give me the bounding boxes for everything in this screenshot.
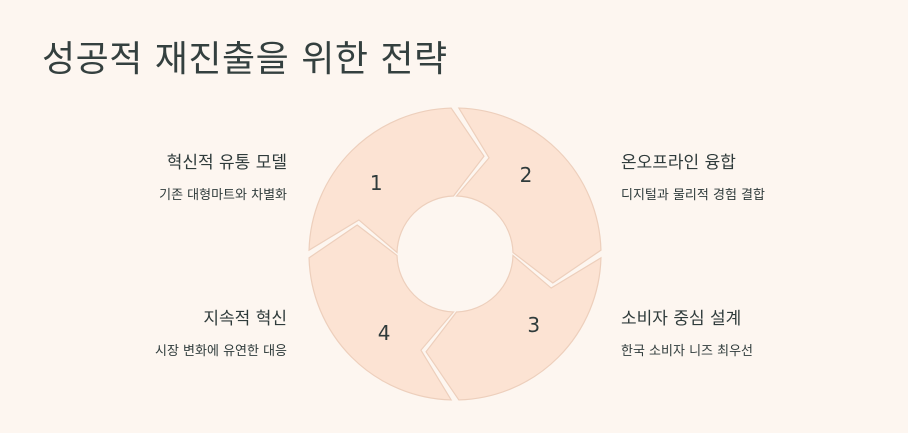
cycle-segments: [308, 107, 602, 401]
cycle-segment-2: [455, 107, 602, 284]
cycle-number-3: 3: [527, 313, 540, 337]
step-2-title: 온오프라인 융합: [621, 153, 736, 173]
step-4-title: 지속적 혁신: [203, 309, 287, 329]
page-title: 성공적 재진출을 위한 전략: [42, 39, 448, 80]
step-3-description: 한국 소비자 니즈 최우선: [621, 344, 753, 359]
cycle-segment-3: [425, 254, 602, 401]
cycle-segment-1: [308, 107, 485, 254]
cycle-segment-4: [308, 224, 455, 401]
step-2-description: 디지털과 물리적 경험 결합: [621, 188, 765, 203]
cycle-number-1: 1: [370, 171, 383, 195]
cycle-number-2: 2: [520, 163, 533, 187]
step-3-title: 소비자 중심 설계: [621, 309, 742, 329]
cycle-numbers: 1 2 3 4: [370, 163, 540, 345]
cycle-number-4: 4: [378, 321, 391, 345]
step-1-description: 기존 대형마트와 차별화: [159, 188, 287, 203]
step-1-title: 혁신적 유통 모델: [166, 153, 287, 173]
step-4-description: 시장 변화에 유연한 대응: [155, 344, 287, 359]
